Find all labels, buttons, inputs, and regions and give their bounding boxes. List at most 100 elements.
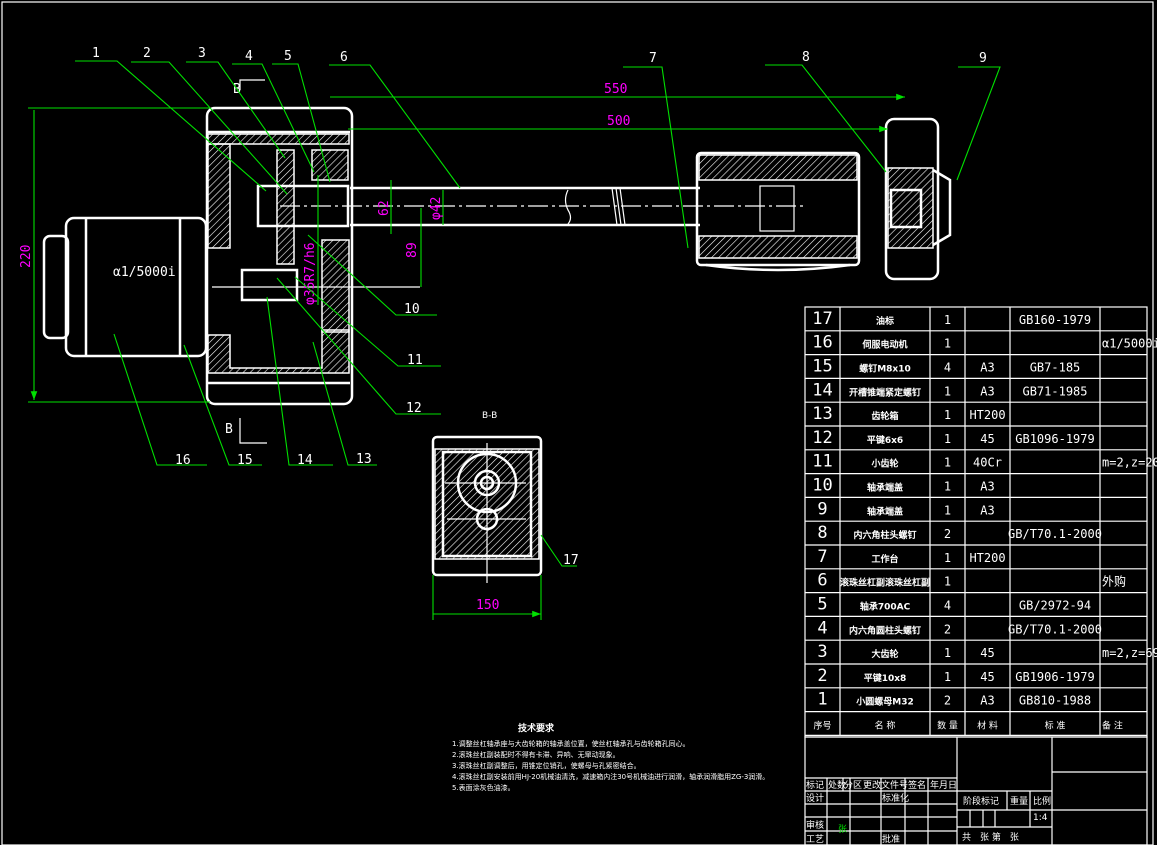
tb-process: 工艺 bbox=[806, 834, 824, 845]
table-cell-qty: 1 bbox=[944, 432, 951, 446]
tb-design: 设计 bbox=[806, 792, 824, 804]
table-cell-name: 轴承端盖 bbox=[867, 505, 903, 517]
tb-count: 处数 bbox=[828, 779, 846, 791]
table-cell-qty: 1 bbox=[944, 670, 951, 684]
table-cell-name: 平键10x8 bbox=[864, 672, 907, 684]
balloon-2: 2 bbox=[143, 46, 151, 61]
table-cell-qty: 1 bbox=[944, 456, 951, 470]
bearing-housing bbox=[884, 117, 952, 281]
tb-scale: 比例 bbox=[1033, 795, 1051, 807]
section-title: B-B bbox=[482, 411, 497, 421]
table-cell-material: A3 bbox=[980, 503, 994, 517]
large-gear bbox=[276, 149, 295, 265]
tb-reviewer-sign: 张 bbox=[838, 824, 847, 835]
table-cell-qty: 4 bbox=[944, 599, 951, 613]
tb-stage-mark: 阶段标记 bbox=[963, 795, 999, 807]
table-cell-note: α1/5000i bbox=[1102, 337, 1157, 351]
tech-req-1: 1.调整丝杠轴承座与大齿轮箱的轴承盖位置，使丝杠轴承孔与齿轮箱孔同心。 bbox=[452, 739, 690, 748]
dim-150: 150 bbox=[476, 598, 499, 613]
table-cell-material: HT200 bbox=[969, 408, 1005, 422]
tb-sheets: 共 张 第 张 bbox=[962, 831, 1019, 843]
balloon-8: 8 bbox=[802, 50, 810, 65]
balloon-6: 6 bbox=[340, 50, 348, 65]
tb-weight: 重量 bbox=[1010, 795, 1028, 807]
table-cell-qty: 4 bbox=[944, 361, 951, 375]
table-cell-qty: 1 bbox=[944, 384, 951, 398]
table-cell-qty: 1 bbox=[944, 480, 951, 494]
table-cell-standard: GB/T70.1-2000 bbox=[1008, 527, 1102, 541]
dim-phi42: φ42 bbox=[429, 197, 444, 220]
table-cell-no: 8 bbox=[817, 523, 827, 543]
dimensions: 550 500 220 62 φ42 89 φ35R7/h6 150 bbox=[19, 82, 905, 620]
table-cell-no: 12 bbox=[812, 428, 832, 448]
table-cell-material: A3 bbox=[980, 384, 994, 398]
balloon-12: 12 bbox=[406, 401, 422, 416]
table-cell-no: 5 bbox=[817, 595, 827, 615]
table-cell-no: 9 bbox=[817, 499, 827, 519]
table-cell-standard: GB160-1979 bbox=[1019, 313, 1091, 327]
table-cell-name: 工作台 bbox=[871, 553, 898, 565]
table-header-qty: 数 量 bbox=[937, 720, 958, 732]
ball-screw bbox=[350, 186, 700, 227]
tech-req-2: 2.滚珠丝杠副装配时不得有卡滞、异响、无窜动现象。 bbox=[452, 750, 620, 759]
gearbox-assembly bbox=[205, 106, 805, 406]
table-cell-qty: 1 bbox=[944, 503, 951, 517]
table-cell-material: 45 bbox=[980, 432, 994, 446]
table-cell-standard: GB1906-1979 bbox=[1015, 670, 1094, 684]
table-cell-standard: GB/T70.1-2000 bbox=[1008, 622, 1102, 636]
table-cell-material: HT200 bbox=[969, 551, 1005, 565]
table-cell-qty: 1 bbox=[944, 575, 951, 589]
tb-standardize: 标准化 bbox=[882, 792, 909, 804]
table-header-name: 名 称 bbox=[875, 720, 896, 732]
dim-62: 62 bbox=[377, 200, 392, 216]
table-cell-name: 轴承端盖 bbox=[867, 482, 903, 494]
tb-zone: 分区 bbox=[844, 780, 862, 791]
tech-req-4: 4.滚珠丝杠副安装前用HJ-20机械油清洗，减速箱内注30号机械油进行润滑，轴承… bbox=[452, 772, 769, 781]
table-header-no: 序号 bbox=[813, 720, 831, 732]
dim-220: 220 bbox=[19, 245, 34, 268]
table-cell-name: 大齿轮 bbox=[871, 648, 898, 660]
table-cell-name: 滚珠丝杠副滚珠丝杠副 bbox=[840, 577, 930, 589]
balloon-9: 9 bbox=[979, 51, 987, 66]
table-cell-no: 3 bbox=[817, 642, 827, 662]
table-cell-no: 14 bbox=[812, 380, 832, 400]
table-cell-no: 13 bbox=[812, 404, 832, 424]
table-cell-material: A3 bbox=[980, 361, 994, 375]
table-cell-standard: GB7-185 bbox=[1030, 361, 1081, 375]
table-cell-material: 40Cr bbox=[973, 456, 1002, 470]
section-mark-b-bottom: B bbox=[225, 422, 233, 437]
table-cell-no: 16 bbox=[812, 333, 832, 353]
table-cell-note: m=2,z=20 bbox=[1102, 456, 1157, 470]
balloon-10: 10 bbox=[404, 302, 420, 317]
table-cell-material: 45 bbox=[980, 646, 994, 660]
table-header-material: 材 料 bbox=[977, 720, 998, 732]
table-cell-qty: 2 bbox=[944, 694, 951, 708]
table-cell-qty: 2 bbox=[944, 527, 951, 541]
table-cell-qty: 1 bbox=[944, 337, 951, 351]
dim-fit: φ35R7/h6 bbox=[303, 242, 318, 305]
balloon-1: 1 bbox=[92, 46, 100, 61]
table-cell-name: 轴承700AC bbox=[860, 601, 911, 613]
table-cell-standard: GB1096-1979 bbox=[1015, 432, 1094, 446]
balloon-5: 5 bbox=[284, 49, 292, 64]
table-cell-name: 小圆螺母M32 bbox=[855, 696, 913, 708]
dim-500: 500 bbox=[607, 114, 630, 129]
table-cell-no: 6 bbox=[817, 571, 827, 591]
table-cell-qty: 1 bbox=[944, 551, 951, 565]
table-cell-no: 15 bbox=[812, 357, 832, 377]
motor-label: α1/5000i bbox=[113, 265, 176, 280]
table-cell-name: 平键6x6 bbox=[867, 434, 903, 446]
balloon-7: 7 bbox=[649, 51, 657, 66]
table-cell-qty: 1 bbox=[944, 313, 951, 327]
table-cell-name: 内六角圆柱头螺钉 bbox=[849, 624, 921, 636]
table-cell-material: A3 bbox=[980, 480, 994, 494]
table-cell-name: 内六角柱头螺钉 bbox=[853, 529, 916, 541]
balloon-16: 16 bbox=[175, 453, 191, 468]
tech-requirements: 技术要求 1.调整丝杠轴承座与大齿轮箱的轴承盖位置，使丝杠轴承孔与齿轮箱孔同心。… bbox=[452, 722, 769, 792]
table-cell-no: 11 bbox=[812, 452, 832, 472]
tb-approve: 批准 bbox=[882, 833, 900, 845]
table-cell-no: 1 bbox=[817, 690, 827, 710]
table-cell-no: 10 bbox=[812, 476, 832, 496]
